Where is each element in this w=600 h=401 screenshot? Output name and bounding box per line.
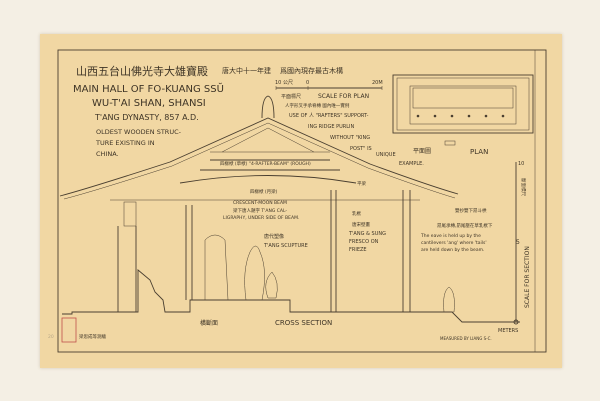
- svg-text:T'ANG & SUNG: T'ANG & SUNG: [348, 231, 386, 237]
- sculptures: [204, 234, 455, 313]
- svg-text:The eave is held up by the: The eave is held up by the: [420, 233, 481, 239]
- svg-text:USE OF 人 "RAFTERS" SUPPORT-: USE OF 人 "RAFTERS" SUPPORT-: [289, 113, 369, 119]
- note-chinese: 爲國內現存最古木構: [280, 66, 343, 75]
- frame-border: [57, 49, 547, 353]
- svg-text:乳栿: 乳栿: [352, 210, 361, 217]
- svg-text:唐宋壁畫: 唐宋壁畫: [352, 221, 370, 228]
- svg-text:平梁: 平梁: [357, 180, 366, 187]
- svg-text:are held down by the beam.: are held down by the beam.: [421, 247, 484, 253]
- svg-text:ING RIDGE PURLIN: ING RIDGE PURLIN: [308, 124, 355, 130]
- svg-text:FRIEZE: FRIEZE: [349, 247, 367, 253]
- seal-stamp: [61, 317, 77, 343]
- svg-text:SCALE FOR SECTION: SCALE FOR SECTION: [524, 246, 531, 308]
- svg-text:POST" IS: POST" IS: [350, 146, 372, 152]
- desc-line3: CHINA.: [96, 150, 119, 158]
- svg-text:UNIQUE: UNIQUE: [376, 152, 396, 158]
- title-line3: T'ANG DYNASTY, 857 A.D.: [94, 113, 199, 122]
- roof-structure: [59, 95, 459, 201]
- credit-chinese: 梁思成等測繪: [79, 333, 106, 340]
- svg-text:CRESCENT-MOON BEAM: CRESCENT-MOON BEAM: [233, 200, 287, 206]
- svg-text:cantilevers 'ang' where 'tails: cantilevers 'ang' where 'tails': [421, 240, 487, 246]
- svg-text:SCALE FOR PLAN: SCALE FOR PLAN: [318, 93, 369, 100]
- measured-by: MEASURED BY LIANG S-C.: [440, 336, 492, 341]
- svg-text:平面圖: 平面圖: [413, 148, 431, 155]
- svg-text:梁下唐人題字 T'ANG CAL-: 梁下唐人題字 T'ANG CAL-: [233, 207, 287, 214]
- desc-line2: TURE EXISTING IN: [95, 139, 155, 147]
- svg-text:T'ANG SCUPTURE: T'ANG SCUPTURE: [263, 243, 308, 249]
- svg-text:LIGRAPHY, UNDER SIDE OF BEAM.: LIGRAPHY, UNDER SIDE OF BEAM.: [223, 215, 299, 221]
- date-chinese: 唐大中十一年建: [222, 66, 271, 75]
- title-line1: MAIN HALL OF FO-KUANG SSŬ: [73, 82, 224, 95]
- plan-label: PLAN: [470, 148, 488, 156]
- title-line2: WU-T'AI SHAN, SHANSI: [92, 98, 206, 109]
- svg-text:EXAMPLE.: EXAMPLE.: [399, 161, 424, 167]
- section-scale-bar: 10 5 斷面標尺 SCALE FOR SECTION METERS: [498, 161, 531, 334]
- svg-text:METERS: METERS: [498, 328, 518, 334]
- svg-text:平面標尺: 平面標尺: [281, 93, 301, 100]
- svg-text:0: 0: [306, 80, 309, 86]
- label-crescent-cn: 四椽栿 (月梁): [250, 188, 278, 195]
- annotations: 人字形叉手承脊槫 國內唯一實例 USE OF 人 "RAFTERS" SUPPO…: [223, 102, 493, 253]
- svg-text:唐代塑像: 唐代塑像: [264, 233, 284, 240]
- title-chinese: 山西五台山佛光寺大雄寶殿: [76, 64, 208, 78]
- svg-text:人字形叉手承脊槫 國內唯一實例: 人字形叉手承脊槫 國內唯一實例: [285, 102, 350, 109]
- svg-text:WITHOUT "KING: WITHOUT "KING: [330, 135, 370, 141]
- corner-number: 20: [48, 334, 54, 340]
- plan-scale-bar: 10 公尺 0 20M 平面標尺 SCALE FOR PLAN: [275, 80, 383, 100]
- label-four-rafter-beam: 四椽栿 (草栿) "4-RAFTER-BEAM" (ROUGH): [220, 160, 311, 167]
- svg-text:5: 5: [516, 239, 520, 246]
- section-label-chinese: 橫斷面: [200, 319, 218, 327]
- svg-text:斷面標尺: 斷面標尺: [520, 178, 527, 196]
- section-label: CROSS SECTION: [275, 319, 332, 327]
- svg-text:20M: 20M: [372, 80, 383, 86]
- svg-text:FRESCO ON: FRESCO ON: [349, 239, 379, 245]
- columns: [117, 190, 411, 312]
- svg-text:雙抄雙下昂斗栱: 雙抄雙下昂斗栱: [455, 207, 487, 214]
- floor-plan: 平面圖 PLAN: [392, 74, 534, 156]
- svg-text:10 公尺: 10 公尺: [275, 80, 293, 86]
- svg-text:10: 10: [518, 161, 524, 167]
- svg-text:昂尾承槫,昂尾壓在草乳栿下: 昂尾承槫,昂尾壓在草乳栿下: [437, 222, 493, 229]
- desc-line1: OLDEST WOODEN STRUC-: [96, 128, 182, 136]
- ground-line: [62, 269, 520, 323]
